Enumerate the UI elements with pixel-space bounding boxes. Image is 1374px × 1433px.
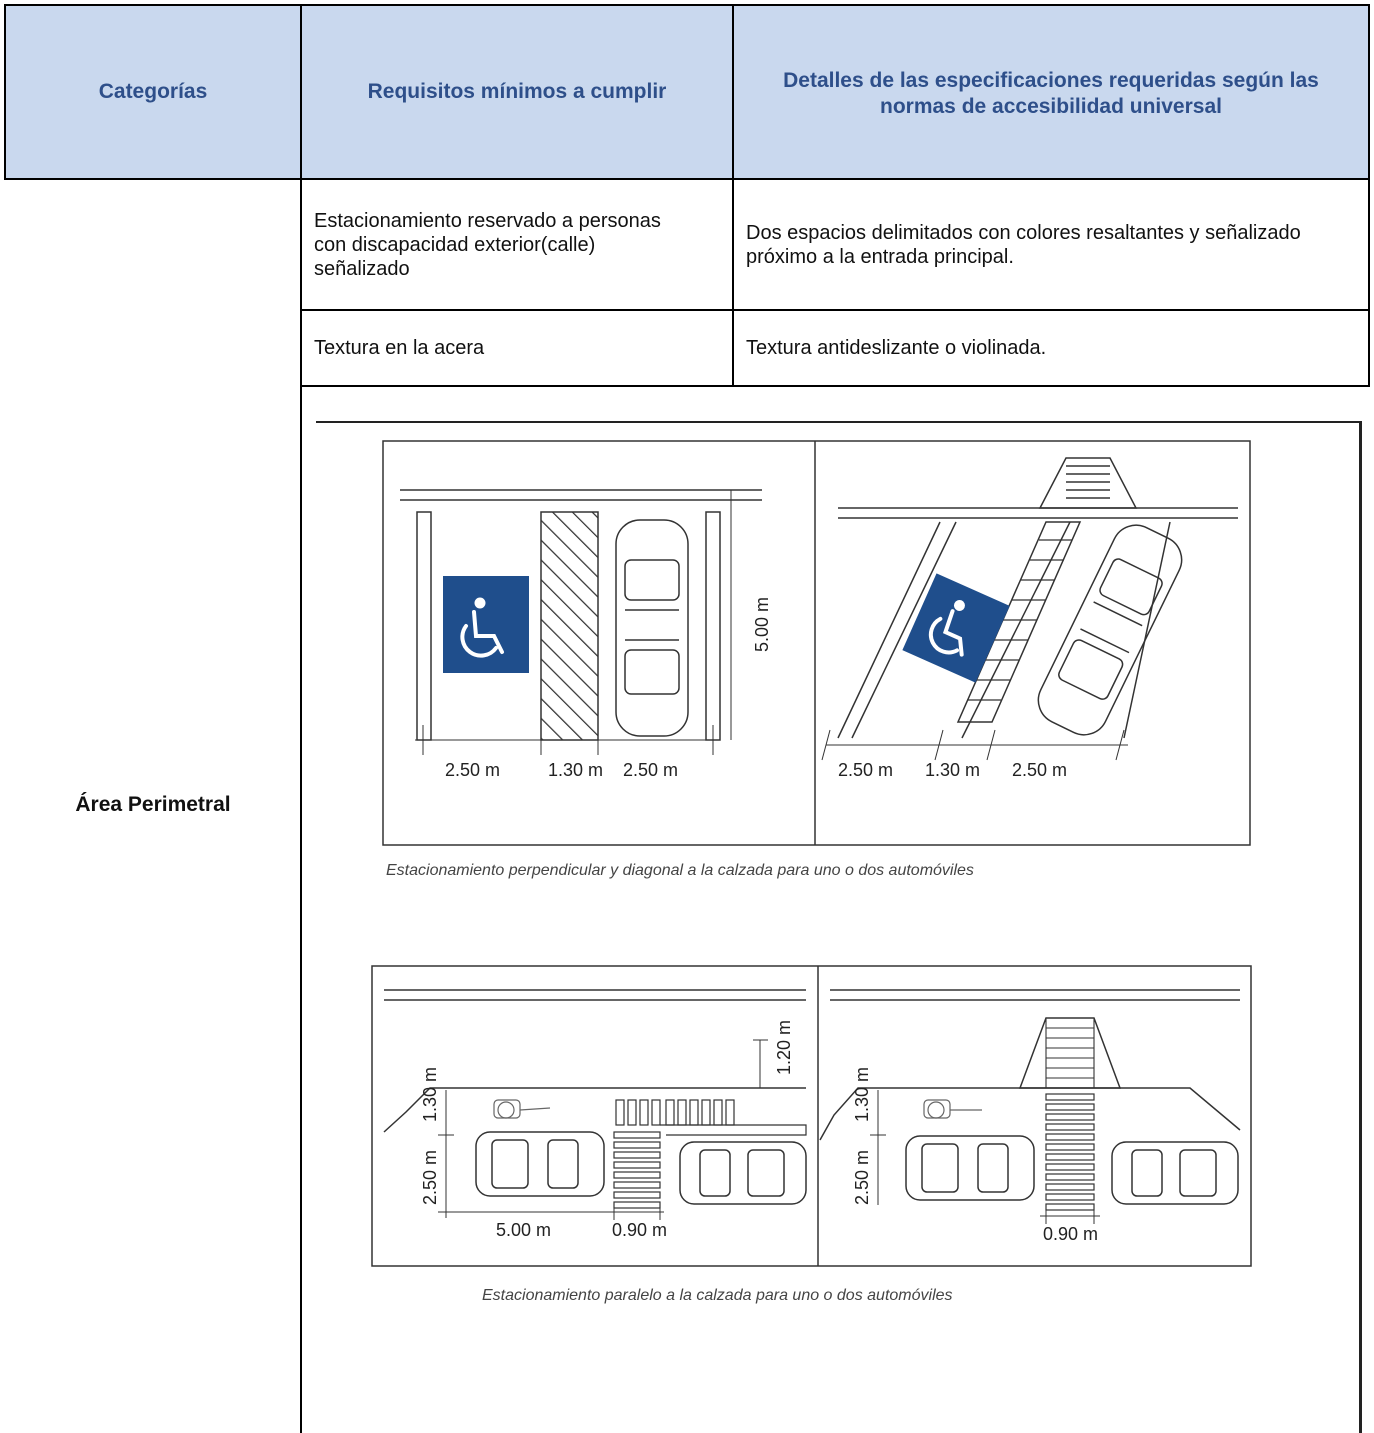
dim-bottom-left-curb: 1.20 m <box>774 1020 794 1075</box>
dim-bottom-right-h: 0.90 m <box>1043 1224 1098 1244</box>
caption-top: Estacionamiento perpendicular y diagonal… <box>386 862 974 879</box>
header-detalles: Detalles de las especificaciones requeri… <box>783 69 1319 118</box>
dim-bottom-left-v1: 2.50 m <box>420 1150 440 1205</box>
car-top-view-left <box>615 519 689 737</box>
col2-divider <box>732 4 734 387</box>
car-bottom-right-1 <box>905 1135 1035 1201</box>
header-bg-categorias <box>6 6 300 178</box>
car-top-view-right <box>1037 524 1183 736</box>
table-border-left <box>4 4 6 180</box>
curb-crosswalk-left <box>615 1099 735 1126</box>
road-crosswalk-right <box>1045 1093 1095 1211</box>
car-bottom-left-2 <box>679 1141 807 1205</box>
dim-right-1: 2.50 m <box>838 760 893 780</box>
header-divider <box>4 178 1370 180</box>
row2-detail: Textura antideslizante o violinada. <box>746 337 1047 359</box>
accessibility-sign-left <box>443 576 529 673</box>
dim-bottom-left-h1: 5.00 m <box>496 1220 551 1240</box>
header-bg-requisitos <box>302 6 732 178</box>
road-crosswalk-left <box>613 1131 661 1209</box>
wheelchair-icon-left <box>460 597 504 658</box>
caption-bottom: Estacionamiento paralelo a la calzada pa… <box>482 1287 953 1304</box>
header-bg-detalles <box>734 6 1368 178</box>
table-border-right <box>1368 4 1370 387</box>
car-bottom-left-1 <box>475 1131 605 1197</box>
table-border-top <box>4 4 1370 6</box>
header-requisitos: Requisitos mínimos a cumplir <box>367 80 667 103</box>
row2-divider <box>300 385 1370 387</box>
top-panel-frame <box>382 440 1251 846</box>
row1-divider <box>300 309 1370 311</box>
dim-left-3: 2.50 m <box>623 760 678 780</box>
wheelchair-user-left <box>493 1099 551 1119</box>
wheelchair-user-right <box>923 1099 982 1119</box>
figure-frame <box>316 421 1362 1433</box>
header-categorias: Categorías <box>98 80 208 103</box>
dim-right-2: 1.30 m <box>925 760 980 780</box>
bottom-panel-frame <box>371 965 1252 1267</box>
dim-left-2: 1.30 m <box>548 760 603 780</box>
row1-requirement: Estacionamiento reservado a personas con… <box>314 210 661 280</box>
dim-bottom-left-h2: 0.90 m <box>612 1220 667 1240</box>
dim-left-length: 5.00 m <box>752 597 772 652</box>
row1-detail: Dos espacios delimitados con colores res… <box>746 222 1301 268</box>
accessibility-sign-right <box>902 573 1010 683</box>
dim-bottom-left-v2: 1.30 m <box>420 1067 440 1122</box>
dim-right-3: 2.50 m <box>1012 760 1067 780</box>
dim-bottom-right-v2: 1.30 m <box>852 1067 872 1122</box>
col1-divider <box>300 4 302 1433</box>
dim-bottom-right-v1: 2.50 m <box>852 1150 872 1205</box>
dim-left-1: 2.50 m <box>445 760 500 780</box>
curb-ramp-right <box>1045 1018 1095 1088</box>
car-bottom-right-2 <box>1111 1141 1239 1205</box>
row2-requirement: Textura en la acera <box>314 337 485 359</box>
category-area-perimetral: Área Perimetral <box>75 793 231 816</box>
